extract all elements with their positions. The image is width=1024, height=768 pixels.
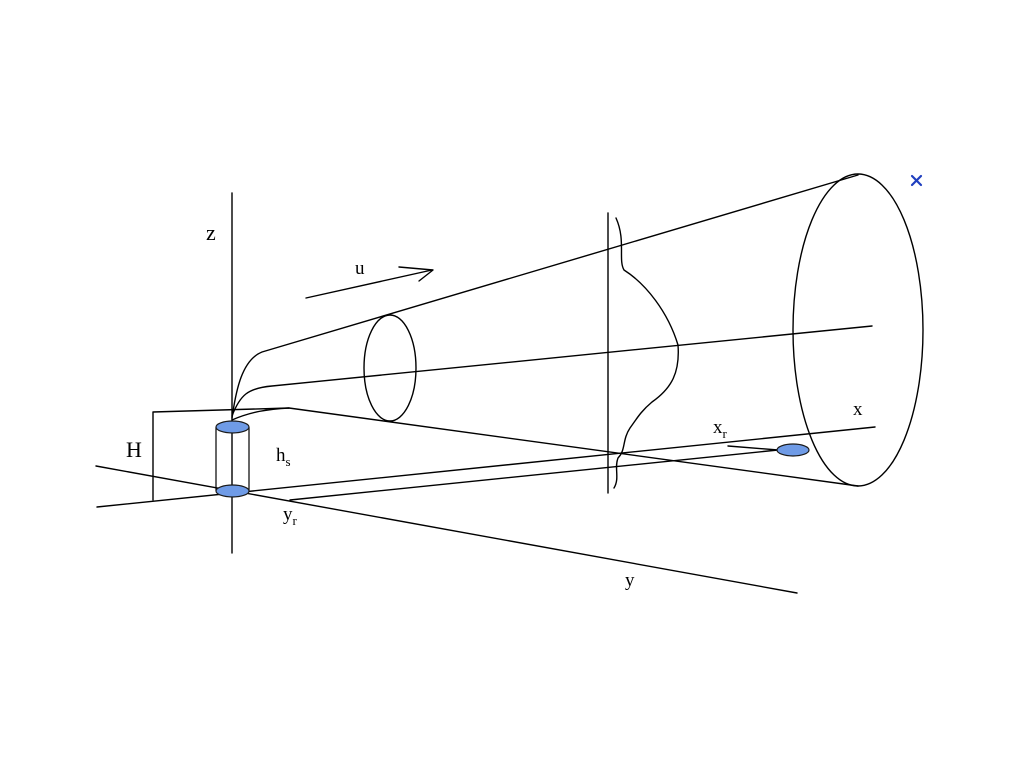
y-axis-label: y [625,570,635,591]
receptor-x-label: xr [713,417,728,441]
effective-height-bracket [152,407,290,501]
receptor-x-subscript: r [723,426,728,441]
plume-centerline [231,325,873,417]
x-axis [96,426,876,508]
far-cross-section [792,173,924,487]
plume-top-edge [231,174,859,419]
y-axis [95,465,798,594]
wind-arrow-head [398,266,434,282]
concentration-profile-curve [613,217,679,489]
receptor-y-subscript: r [293,513,298,528]
receptor-y-base: y [283,504,293,525]
wind-speed-label: u [355,258,365,279]
stack-source [215,420,250,498]
stack-height-base: h [276,445,286,466]
stack-height-label: hs [276,445,291,469]
receptor-y-label: yr [283,504,298,528]
stack-top-disk [215,420,250,434]
z-axis-label: z [206,220,216,245]
receptor-xr-leader [727,445,779,451]
near-cross-section [363,314,417,422]
wind-direction-arrow [305,269,433,299]
x-axis-label: x [853,399,863,420]
stack-base-disk [215,484,250,498]
close-x-icon[interactable] [906,170,926,190]
receptor-ground-line [289,449,779,501]
plume-bottom-edge [231,407,859,487]
receptor-x-base: x [713,417,723,438]
receptor-disk [776,443,810,457]
effective-height-label: H [126,437,142,462]
stack-height-subscript: s [286,454,291,469]
